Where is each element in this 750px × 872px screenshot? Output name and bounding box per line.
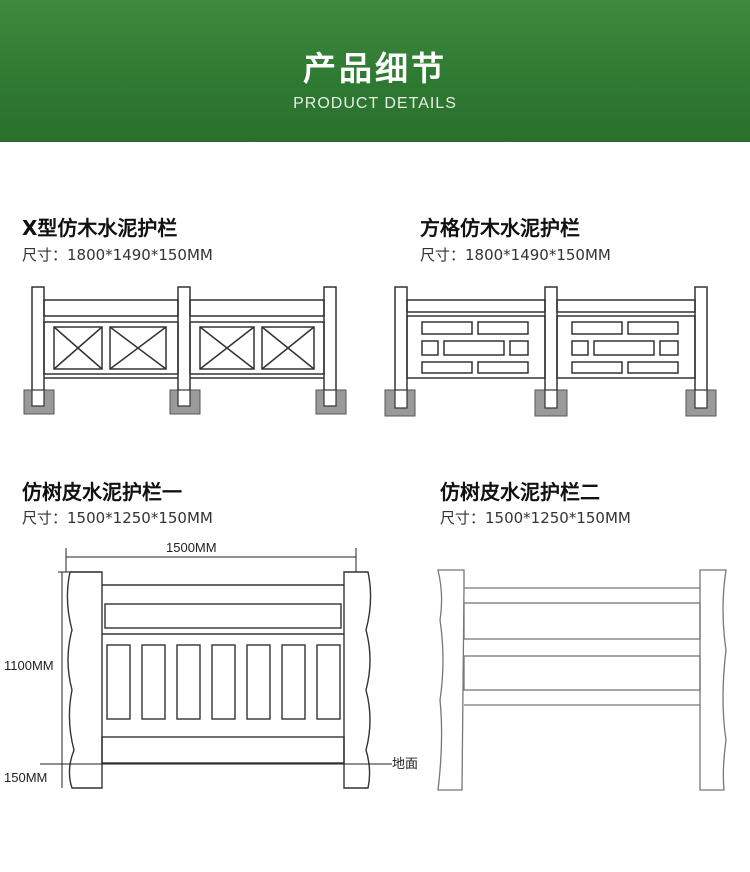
product-size-x: 尺寸：1800*1490*150MM (22, 246, 213, 264)
header-banner: 产品细节 PRODUCT DETAILS (0, 0, 750, 142)
product-title-bark-2: 仿树皮水泥护栏二 (440, 480, 600, 504)
product-title-grid: 方格仿木水泥护栏 (420, 216, 580, 240)
ground-label: 地面 (392, 756, 418, 771)
product-title-bark-1: 仿树皮水泥护栏一 (22, 480, 182, 504)
depth-dimension-label: 150MM (4, 770, 47, 785)
product-size-bark-1: 尺寸：1500*1250*150MM (22, 509, 213, 527)
height-dimension-label: 1100MM (4, 658, 54, 673)
width-dimension-label: 1500MM (166, 540, 217, 555)
product-title-x: X型仿木水泥护栏 (22, 216, 178, 240)
product-size-grid: 尺寸：1800*1490*150MM (420, 246, 611, 264)
page-title: 产品细节 (303, 49, 447, 88)
product-size-bark-2: 尺寸：1500*1250*150MM (440, 509, 631, 527)
page-subtitle: PRODUCT DETAILS (293, 95, 457, 112)
